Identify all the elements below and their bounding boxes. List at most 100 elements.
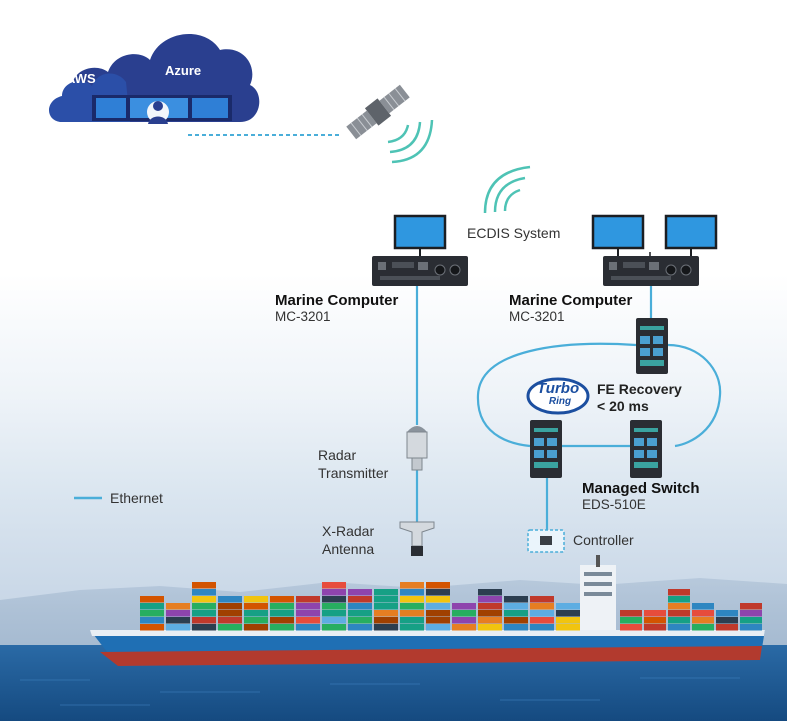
- ring-logo-text: Ring: [549, 396, 571, 407]
- radar-antenna-line1: X-Radar: [322, 523, 375, 539]
- ship-container: [166, 617, 190, 624]
- ship-container: [322, 624, 346, 631]
- ship-container: [668, 617, 690, 624]
- ship-container: [322, 610, 346, 617]
- monitor-icon: [591, 214, 645, 256]
- azure-label: Azure: [165, 63, 202, 78]
- ship-container: [620, 617, 642, 624]
- ship-container: [244, 610, 268, 617]
- fe-recovery-line1: FE Recovery: [597, 381, 682, 397]
- ship-container: [348, 617, 372, 624]
- marine-computer-left-model: MC-3201: [275, 309, 331, 324]
- ship-container: [556, 624, 580, 631]
- ship-container: [348, 596, 372, 603]
- ship-container: [504, 603, 528, 610]
- ship-container: [556, 617, 580, 624]
- ship-container: [296, 603, 320, 610]
- ship-container: [452, 624, 476, 631]
- managed-switch-icon: [636, 318, 668, 374]
- ship-container: [556, 610, 580, 617]
- ship-container: [192, 624, 216, 631]
- ship-container: [270, 624, 294, 631]
- managed-switch-icon: [530, 420, 562, 478]
- ship-container: [400, 610, 424, 617]
- marine-computer-left-title: Marine Computer: [275, 292, 399, 309]
- ship-container: [740, 624, 762, 631]
- ship-container: [644, 617, 666, 624]
- controller-icon: [527, 529, 565, 553]
- ethernet-links: [415, 286, 722, 530]
- managed-switch-label: Managed Switch EDS-510E: [582, 480, 700, 512]
- ship-container: [322, 596, 346, 603]
- ship-container: [374, 589, 398, 596]
- ethernet-legend-label: Ethernet: [110, 490, 163, 506]
- ship-container: [504, 596, 528, 603]
- ship-container: [270, 610, 294, 617]
- ship-container: [692, 610, 714, 617]
- ship-container: [556, 603, 580, 610]
- managed-switch-model: EDS-510E: [582, 497, 646, 512]
- ship-container: [504, 610, 528, 617]
- marine-computer-left-label: Marine Computer MC-3201: [275, 292, 398, 324]
- turbo-logo-text: Turbo: [537, 380, 579, 397]
- ship-container: [426, 596, 450, 603]
- ship-container: [400, 603, 424, 610]
- ship-container: [478, 624, 502, 631]
- ship-container: [296, 610, 320, 617]
- ship-container: [530, 610, 554, 617]
- ship-container: [400, 589, 424, 596]
- ship-container: [218, 603, 242, 610]
- container-ship: [90, 555, 765, 666]
- ship-container: [192, 582, 216, 589]
- satellite-signal-icon: [387, 119, 434, 164]
- ship-container: [530, 603, 554, 610]
- aws-label: AWS: [66, 71, 96, 86]
- ship-container: [270, 603, 294, 610]
- ship-container: [692, 624, 714, 631]
- ship-container: [620, 624, 642, 631]
- ship-container: [400, 617, 424, 624]
- ship-container: [374, 624, 398, 631]
- ecdis-signal-icon: [483, 165, 531, 214]
- ecdis-system-label: ECDIS System: [467, 225, 561, 241]
- ship-container: [478, 596, 502, 603]
- ship-container: [244, 603, 268, 610]
- ship-container: [426, 582, 450, 589]
- marine-computer-right-model: MC-3201: [509, 309, 565, 324]
- ship-container: [192, 596, 216, 603]
- sea-waves: [20, 677, 740, 706]
- ship-container: [374, 603, 398, 610]
- fe-recovery-label: FE Recovery < 20 ms: [597, 381, 682, 415]
- ship-container: [426, 603, 450, 610]
- ship-container: [504, 624, 528, 631]
- ship-container: [348, 589, 372, 596]
- managed-switch-icon: [630, 420, 662, 478]
- ship-container: [140, 610, 164, 617]
- radar-transmitter-icon: [406, 426, 428, 471]
- marine-computer-right-label: Marine Computer MC-3201: [509, 292, 632, 324]
- ship-container: [400, 596, 424, 603]
- ship-container: [218, 624, 242, 631]
- ship-container: [140, 617, 164, 624]
- ship-container: [374, 617, 398, 624]
- ship-container: [218, 610, 242, 617]
- radar-transmitter-line2: Transmitter: [318, 465, 389, 481]
- satellite-icon: [346, 84, 410, 140]
- radar-antenna-label: X-Radar Antenna: [322, 522, 374, 558]
- ship-container: [530, 596, 554, 603]
- ship-container: [530, 624, 554, 631]
- ship-container: [166, 610, 190, 617]
- ship-container: [740, 610, 762, 617]
- radar-transmitter-label: Radar Transmitter: [318, 446, 388, 482]
- ship-container: [348, 610, 372, 617]
- ship-container: [478, 589, 502, 596]
- ship-container: [192, 617, 216, 624]
- ship-container: [478, 603, 502, 610]
- ship-container: [140, 624, 164, 631]
- ship-container: [192, 589, 216, 596]
- ship-container: [452, 617, 476, 624]
- ship-container: [478, 610, 502, 617]
- ship-container: [716, 617, 738, 624]
- ship-container: [426, 617, 450, 624]
- marine-computer-icon: [603, 256, 699, 286]
